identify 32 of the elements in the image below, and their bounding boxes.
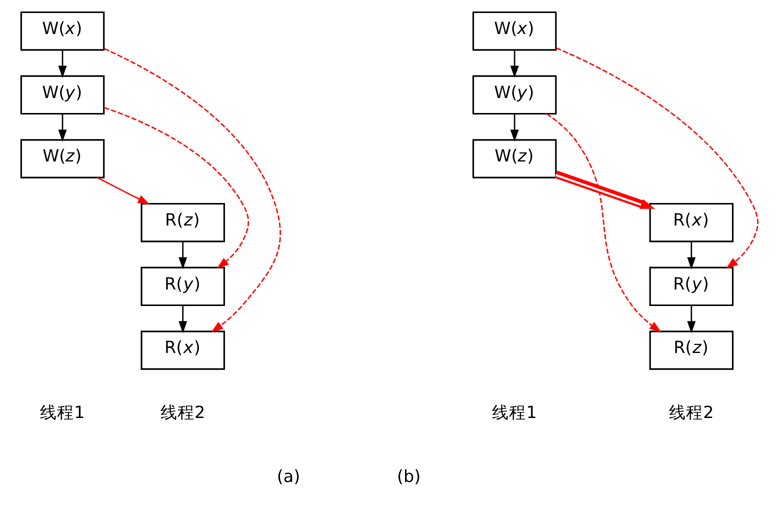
arrow bbox=[687, 242, 696, 270]
node-box: W(z) bbox=[20, 139, 105, 178]
node-box: W(y) bbox=[20, 75, 105, 115]
arrow bbox=[510, 114, 519, 142]
label: (a) bbox=[276, 466, 300, 486]
arrow bbox=[687, 305, 696, 334]
arrow bbox=[510, 50, 519, 78]
label: 线程1 bbox=[492, 402, 537, 422]
arrow bbox=[178, 305, 188, 334]
arrow bbox=[58, 50, 67, 78]
label: 线程1 bbox=[40, 402, 85, 422]
label: (b) bbox=[397, 466, 421, 486]
arrow bbox=[554, 170, 656, 209]
arrow bbox=[178, 242, 188, 270]
arrow bbox=[546, 113, 662, 332]
node-box: R(x) bbox=[140, 330, 225, 370]
node-box: R(y) bbox=[649, 266, 734, 306]
arrow bbox=[104, 106, 250, 269]
label: 线程2 bbox=[669, 402, 714, 422]
node-box: W(x) bbox=[472, 11, 557, 51]
arrow bbox=[58, 114, 67, 142]
arrow bbox=[556, 47, 758, 269]
node-box: W(y) bbox=[472, 75, 557, 115]
node-box: W(z) bbox=[472, 139, 557, 178]
label: 线程2 bbox=[160, 402, 206, 422]
node-box: R(z) bbox=[140, 202, 225, 242]
arrow bbox=[104, 48, 281, 332]
node-box: R(z) bbox=[649, 330, 734, 370]
node-box: R(y) bbox=[140, 266, 225, 306]
node-box: R(x) bbox=[649, 202, 734, 242]
node-box: W(x) bbox=[20, 11, 105, 51]
arrow bbox=[97, 177, 150, 205]
